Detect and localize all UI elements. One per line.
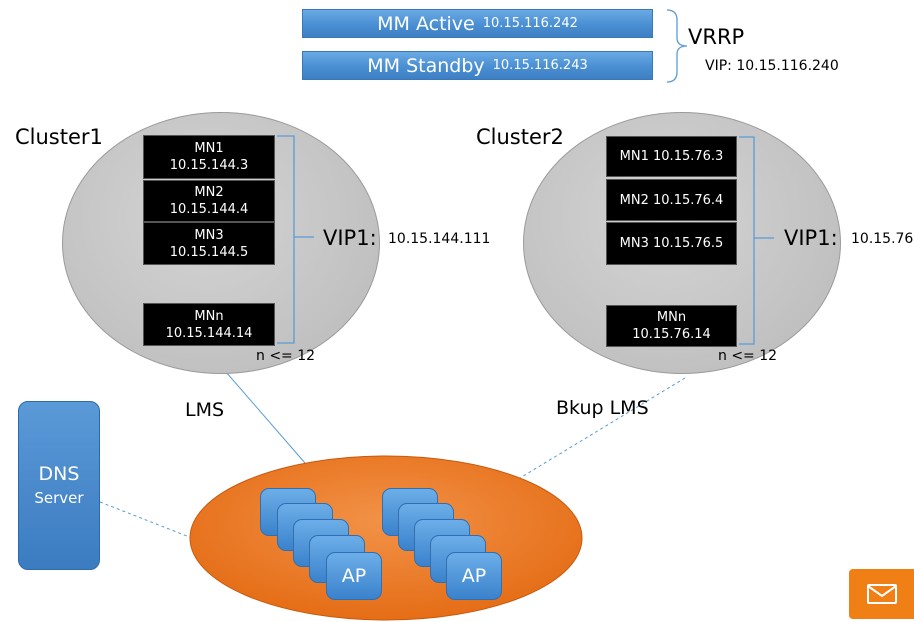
vrrp-label: VRRP [688,25,745,49]
mm-standby-bar: MM Standby 10.15.116.243 [302,51,653,80]
lms-link [225,371,306,464]
cluster2-title: Cluster2 [476,125,564,149]
dns-server-line2: Server [34,489,84,507]
dns-link [99,501,193,539]
cluster1-title: Cluster1 [15,125,103,149]
cluster1-mn2-name: MN2 [194,185,224,200]
ap-label-2: AP [461,565,487,587]
dns-server-line1: DNS [38,463,80,485]
cluster1-mn3-name: MN3 [194,227,224,243]
cluster2-mnn: MNn 10.15.76.14 [606,305,737,347]
cluster1-limit: n <= 12 [256,348,316,364]
cluster1-bracket [277,135,314,344]
bkup-lms-link [519,377,686,479]
cluster2-vip-value: 10.15.76. [851,231,914,247]
cluster1-mn1: MN1 10.15.144.3 [143,135,275,179]
lms-label: LMS [185,399,225,421]
cluster2-bracket [739,136,774,345]
mm-vip-value: 10.15.116.240 [736,58,839,74]
cluster2-limit: n <= 12 [718,348,778,364]
cluster1-mnn-ip: 10.15.144.14 [165,325,253,341]
cluster2-mn3: MN3 10.15.76.5 [606,222,737,265]
cluster1-mnn-name: MNn [194,308,224,324]
cluster1-mnn: MNn 10.15.144.14 [143,303,275,346]
cluster1-vip-value: 10.15.144.111 [388,231,491,247]
cluster2-mn2: MN2 10.15.76.4 [606,179,737,221]
ap-tile-front-1: AP [326,552,382,600]
ap-pool-ellipse [189,455,583,621]
cluster1-mn2-ip: 10.15.144.4 [169,202,249,217]
cluster1-mn1-name: MN1 [194,141,224,156]
bkup-lms-label: Bkup LMS [556,397,649,419]
mm-active-ip: 10.15.116.242 [482,16,578,31]
mm-vip: VIP: 10.15.116.240 [705,58,839,74]
mm-active-name: MM Active [377,12,475,35]
envelope-icon [866,584,897,604]
cluster1-mn3-ip: 10.15.144.5 [169,244,249,260]
cluster1-mn1-ip: 10.15.144.3 [169,158,249,173]
cluster1-vip-label: VIP1: [323,226,377,250]
mm-active-bar: MM Active 10.15.116.242 [302,9,653,38]
cluster2-vip-label: VIP1: [784,226,838,250]
vrrp-bracket [666,9,688,83]
mm-standby-ip: 10.15.116.243 [492,58,588,73]
mm-vip-label: VIP: [705,58,732,74]
cluster1-mn2: MN2 10.15.144.4 [143,180,275,222]
ap-tile-front-2: AP [446,552,502,600]
cluster2-mn2-label: MN2 10.15.76.4 [619,192,724,208]
dns-server: DNS Server [18,401,100,570]
mail-button[interactable] [849,569,914,619]
mm-standby-name: MM Standby [367,54,485,77]
cluster2-mn3-label: MN3 10.15.76.5 [619,236,724,251]
cluster2-mnn-name: MNn [656,310,687,325]
cluster2-mnn-ip: 10.15.76.14 [632,327,711,342]
cluster2-mn1-label: MN1 10.15.76.3 [619,149,724,164]
ap-label-1: AP [341,565,367,587]
cluster1-mn3: MN3 10.15.144.5 [143,222,275,265]
cluster2-mn1: MN1 10.15.76.3 [606,136,737,177]
